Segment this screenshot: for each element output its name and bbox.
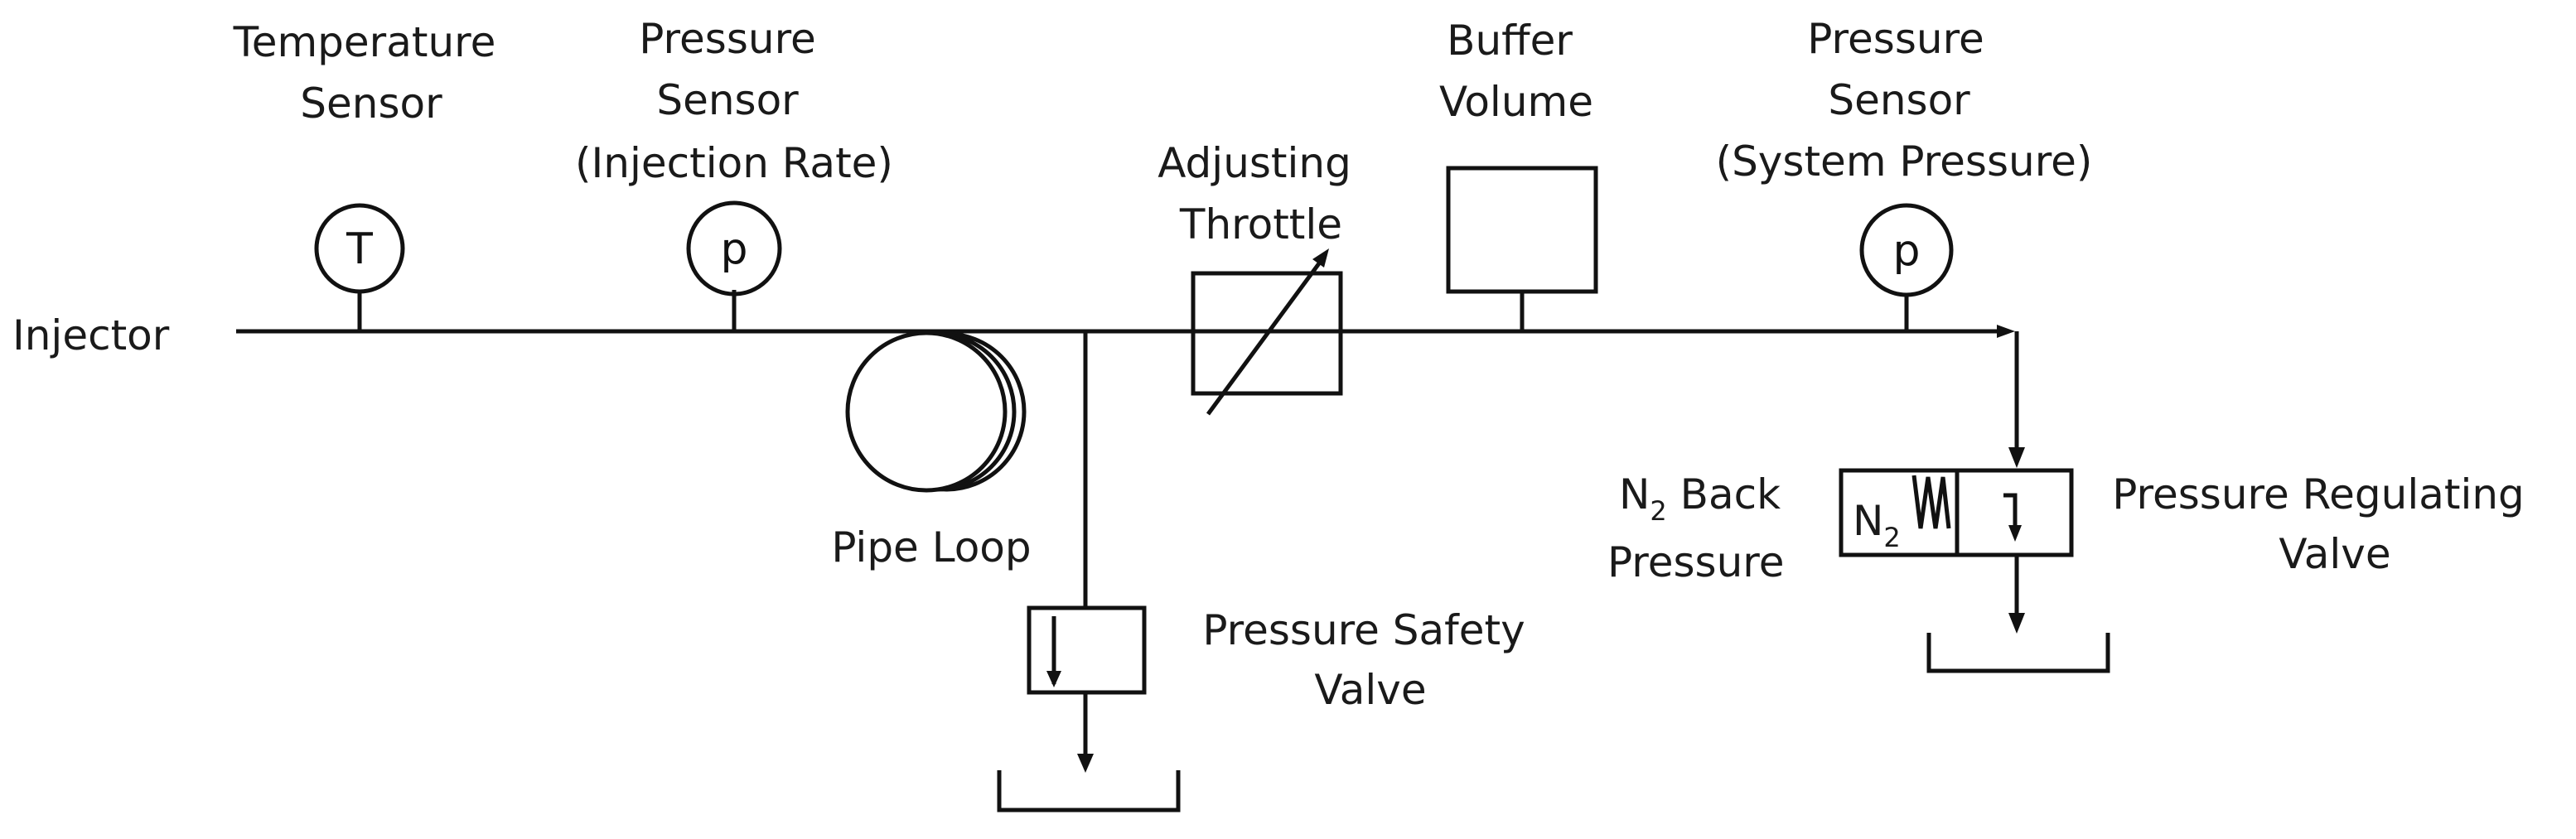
pressure-sensor-injection-label-line3: (Injection Rate) (575, 139, 893, 187)
svg-text:Pressure Safety Valve: Pressure Safety Valve (1202, 606, 1538, 714)
buffer-volume: Buffer Volume (1439, 17, 1598, 331)
buffer-volume-label-line1: Buffer (1447, 17, 1573, 65)
pipe-loop-label: Pipe Loop (831, 523, 1031, 571)
adjusting-throttle: Adjusting Throttle (1158, 139, 1365, 416)
n2-spring-label: N2 (1853, 497, 1901, 553)
temperature-sensor: T Temperature Sensor (233, 18, 510, 331)
pressure-regulating-valve-label-line2: Valve (2279, 530, 2390, 578)
adjusting-throttle-label-line1: Adjusting (1158, 139, 1351, 187)
pressure-safety-valve-label-line2: Valve (1314, 666, 1426, 714)
pipe-loop: Pipe Loop (831, 330, 1032, 571)
svg-text:Pressure Sensor (I: Pressure Sensor (Injection Rate) (575, 15, 893, 187)
pressure-safety-valve: Pressure Safety Valve (997, 605, 1538, 812)
temperature-sensor-label-line1: Temperature (233, 18, 496, 66)
pressure-sensor-system-pressure: p Pressure Sensor (System Pressure) (1716, 15, 2093, 331)
injector-label: Injector (12, 311, 170, 359)
svg-text:Pressure Regulating Valv: Pressure Regulating Valve (2112, 470, 2537, 578)
pressure-regulating-valve-label-line1: Pressure Regulating (2112, 470, 2525, 518)
pressure-sensor-injection-label-line1: Pressure (639, 15, 816, 63)
temperature-sensor-label-line2: Sensor (300, 80, 442, 128)
svg-text:Pressure Sensor (S: Pressure Sensor (System Pressure) (1716, 15, 2093, 186)
pressure-gauge-symbol-2: p (1892, 226, 1920, 276)
n2-back-pressure-label: N2 Back (1619, 470, 1781, 527)
pressure-sensor-system-label-line2: Sensor (1828, 76, 1970, 124)
pressure-sensor-system-label-line3: (System Pressure) (1716, 137, 2093, 186)
buffer-volume-label-line2: Volume (1439, 78, 1593, 126)
adjusting-throttle-label-line2: Throttle (1179, 200, 1342, 248)
svg-text:Buffer Volume: Buffer Volume (1439, 17, 1593, 126)
pressure-sensor-injection-label-line2: Sensor (656, 76, 799, 124)
n2-back-pressure-label-line2: Pressure (1607, 538, 1785, 586)
temperature-gauge-symbol: T (346, 224, 373, 274)
pressure-sensor-injection-rate: p Pressure Sensor (Injection Rate) (575, 15, 893, 331)
pressure-safety-valve-label-line1: Pressure Safety (1202, 606, 1525, 654)
svg-text:Temperature Sensor: Temperature Sensor (233, 18, 510, 128)
pressure-regulating-valve: N2 Pressure Regulating Valve (1839, 468, 2537, 673)
main-pipe-arrow (1997, 325, 2015, 338)
pressure-gauge-symbol-1: p (720, 224, 747, 274)
svg-text:Adjusting Throttle: Adjusting Throttle (1158, 139, 1365, 248)
pressure-sensor-system-label-line1: Pressure (1807, 15, 1984, 63)
